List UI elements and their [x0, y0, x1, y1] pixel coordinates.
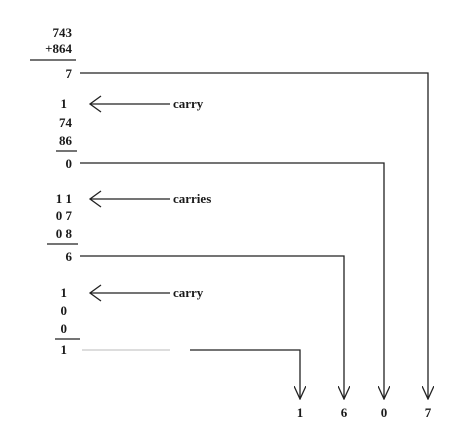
step-2-block: 1 carry 74 86 0	[56, 95, 204, 171]
answer-digit-units: 7	[425, 405, 432, 420]
step-3-carries: 1 1	[56, 191, 72, 206]
step-4-bottom-number: 0	[61, 321, 68, 336]
step-1-bottom-number: +864	[45, 41, 72, 56]
step-3-top-number: 0 7	[56, 208, 73, 223]
step-3-result: 6	[66, 249, 73, 264]
step-4-carry-label: carry	[173, 285, 204, 300]
step-4-top-number: 0	[61, 303, 68, 318]
step-2-carry-arrow	[88, 95, 170, 113]
step-4-carry-arrow	[88, 284, 170, 302]
step-1-result: 7	[66, 66, 73, 81]
step-2-result: 0	[66, 156, 73, 171]
route-line-thousands	[190, 349, 300, 399]
step-2-carry: 1	[61, 96, 68, 111]
step-2-bottom-number: 86	[59, 133, 73, 148]
step-2-top-number: 74	[59, 115, 73, 130]
step-3-bottom-number: 0 8	[56, 226, 73, 241]
route-line-units	[80, 72, 428, 399]
answer-digit-tens: 0	[381, 405, 388, 420]
step-3-block: 1 1 carries 0 7 0 8 6	[47, 190, 211, 264]
route-line-tens	[80, 162, 384, 399]
step-1-block: 743 +864 7	[30, 25, 76, 81]
step-3-carries-label: carries	[173, 191, 211, 206]
step-4-block: 1 carry 0 0 1	[55, 284, 204, 357]
answer-digit-thousands: 1	[297, 405, 304, 420]
step-4-carry: 1	[61, 285, 68, 300]
answer-row: 1 6 0 7	[297, 405, 432, 420]
step-4-result: 1	[61, 342, 68, 357]
step-3-carries-arrow	[88, 190, 170, 208]
step-2-carry-label: carry	[173, 96, 204, 111]
route-line-hundreds	[80, 255, 344, 399]
answer-digit-hundreds: 6	[341, 405, 348, 420]
step-1-top-number: 743	[53, 25, 73, 40]
